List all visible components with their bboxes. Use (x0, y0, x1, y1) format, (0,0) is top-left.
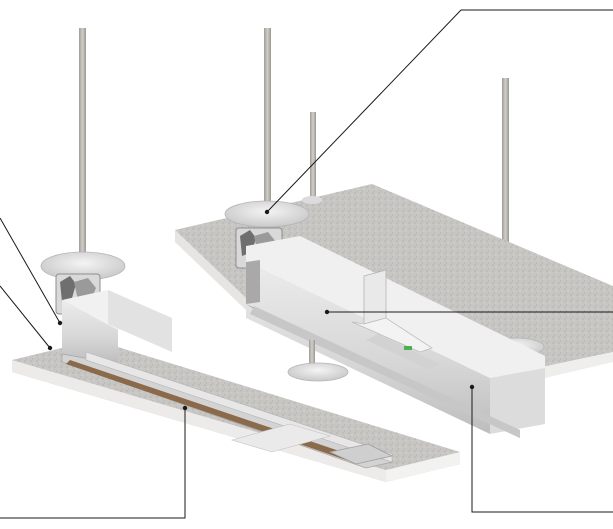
rail-shadow-end (246, 260, 260, 304)
mid-plate (230, 423, 332, 453)
callout-dot (324, 309, 330, 315)
panel-edge (528, 352, 613, 382)
callout-dot (47, 345, 53, 351)
callout-dot (264, 209, 270, 215)
rail-bracket (351, 269, 440, 370)
rail-top (246, 236, 545, 378)
callout-dot (57, 320, 63, 326)
panel-edge (12, 360, 386, 482)
rail-lip (250, 306, 520, 438)
callout-dot (469, 384, 475, 390)
callout-leader-left-lower (0, 285, 51, 349)
callout-dot (182, 405, 188, 411)
callout-leader-top-center (266, 9, 613, 213)
rail-end (490, 368, 545, 434)
threaded-rod (310, 112, 316, 202)
panel-edge (175, 230, 248, 312)
callout-lines (0, 9, 613, 519)
rail-front (62, 300, 118, 364)
ceiling-panel (175, 184, 613, 370)
callout-leader-right-lower (471, 387, 613, 513)
end-cap (328, 443, 394, 465)
callout-dots (47, 209, 475, 411)
threaded-rod (502, 78, 509, 290)
hanger-disc (287, 362, 349, 382)
panel-edge (386, 452, 460, 482)
callout-leader-bottom-left (0, 408, 186, 519)
rail-side (108, 290, 172, 352)
left-assembly (12, 28, 460, 482)
threaded-rod (309, 340, 315, 370)
threaded-rod (79, 28, 86, 260)
hanger-disc-small (302, 196, 322, 204)
callout-leader-left-upper (0, 217, 61, 324)
right-assembly (175, 28, 613, 438)
threaded-rod (264, 28, 271, 218)
